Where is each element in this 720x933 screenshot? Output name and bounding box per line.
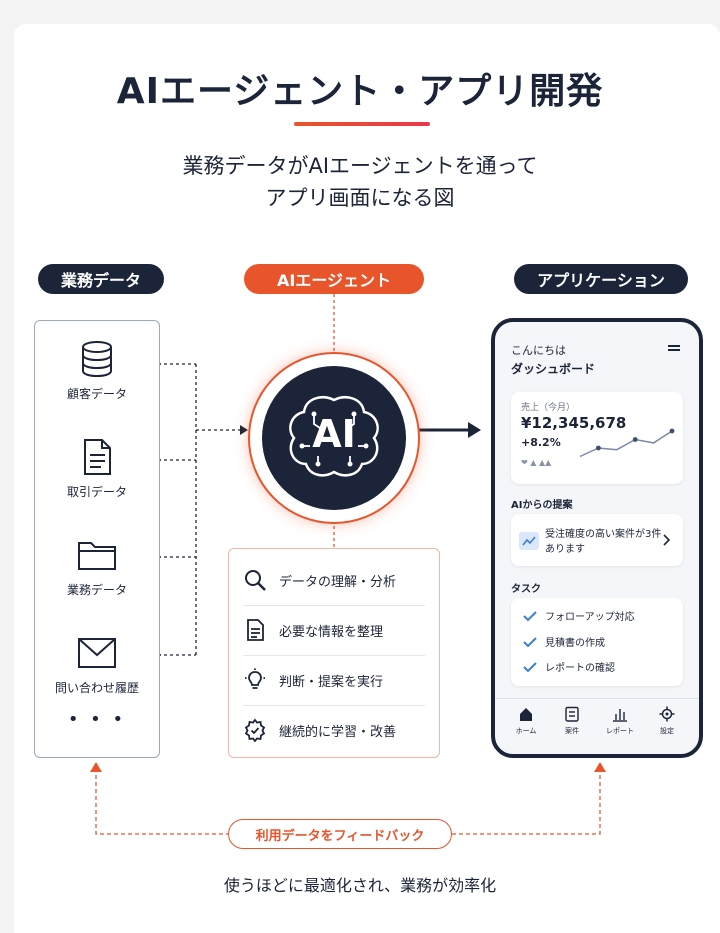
mail-icon bbox=[78, 638, 116, 668]
data-source-label: 問い合わせ履歴 bbox=[54, 681, 139, 695]
capability-divider bbox=[243, 655, 425, 656]
title-underline bbox=[294, 122, 430, 126]
clipboard-icon bbox=[565, 706, 579, 722]
capability-label: 判断・提案を実行 bbox=[279, 674, 384, 690]
nav-home[interactable]: ホーム bbox=[506, 706, 546, 736]
page-title: AIエージェント・アプリ開発 bbox=[116, 71, 604, 112]
ai-agent-core bbox=[262, 366, 406, 510]
sales-sparkline bbox=[579, 428, 675, 458]
more-data-ellipsis: • • • bbox=[67, 709, 127, 730]
task-item[interactable]: フォローアップ対応 bbox=[523, 608, 635, 623]
chart-icon bbox=[613, 709, 627, 722]
feedback-pill: 利用データをフィードバック bbox=[228, 819, 452, 849]
gear-check-icon bbox=[244, 718, 266, 742]
app-screen-title: ダッシュボード bbox=[511, 362, 596, 376]
sales-card[interactable] bbox=[511, 392, 683, 484]
sales-meta-icons: ❤ ▲ ▲▲ bbox=[521, 458, 552, 467]
check-icon bbox=[523, 636, 537, 647]
sparkline-point bbox=[669, 428, 675, 434]
suggestion-heading: AIからの提案 bbox=[511, 500, 573, 511]
lightbulb-icon bbox=[245, 668, 265, 689]
data-source-customer: 顧客データ bbox=[35, 339, 159, 402]
data-source-label: 取引データ bbox=[66, 485, 127, 499]
folder-icon bbox=[78, 542, 116, 570]
nav-reports[interactable]: レポート bbox=[600, 706, 640, 736]
check-icon bbox=[523, 610, 537, 621]
chart-up-icon bbox=[519, 532, 539, 550]
tasks-card bbox=[511, 598, 683, 686]
nav-label: 案件 bbox=[565, 727, 579, 735]
nav-projects[interactable]: 案件 bbox=[552, 706, 592, 736]
data-source-business: 業務データ bbox=[35, 535, 159, 598]
brain-circuit-icon bbox=[289, 396, 379, 477]
sales-label: 売上（今月） bbox=[521, 403, 576, 413]
database-icon bbox=[82, 341, 112, 378]
task-item[interactable]: 見積書の作成 bbox=[523, 634, 605, 649]
nav-settings[interactable]: 設定 bbox=[647, 706, 687, 736]
data-source-label: 業務データ bbox=[66, 583, 127, 597]
ai-agent-header: AIエージェント bbox=[244, 264, 424, 294]
business-data-panel: 顧客データ 取引データ 業務データ 問い合わせ履歴 • • bbox=[34, 320, 160, 758]
document-icon bbox=[84, 439, 111, 475]
home-icon bbox=[520, 708, 532, 721]
chevron-right-icon[interactable] bbox=[662, 534, 670, 546]
data-source-transaction: 取引データ bbox=[35, 437, 159, 500]
data-source-inquiries: 問い合わせ履歴 bbox=[35, 633, 159, 696]
subtitle-line-1: 業務データがAIエージェントを通って bbox=[182, 154, 538, 178]
sales-change: +8.2% bbox=[521, 436, 561, 449]
data-source-label: 顧客データ bbox=[66, 387, 127, 401]
ai-core-label: AI bbox=[312, 412, 356, 456]
ai-capabilities-panel: データの理解・分析 必要な情報を整理 判断・提案を実行 bbox=[228, 548, 440, 758]
app-greeting: こんにちは bbox=[511, 344, 566, 357]
capability-decide: 判断・提案を実行 bbox=[243, 655, 425, 705]
capability-label: 必要な情報を整理 bbox=[279, 624, 384, 640]
feedback-note: 使うほどに最適化され、業務が効率化 bbox=[223, 876, 497, 895]
capability-label: データの理解・分析 bbox=[279, 574, 397, 590]
bottom-nav-divider bbox=[495, 698, 699, 699]
task-label: フォローアップ対応 bbox=[545, 612, 635, 623]
nav-label: ホーム bbox=[515, 727, 537, 735]
subtitle-line-2: アプリ画面になる図 bbox=[265, 186, 455, 210]
gear-icon bbox=[659, 706, 675, 722]
suggestion-text: 受注確度の高い案件が3件あります bbox=[545, 529, 662, 555]
capability-label: 継続的に学習・改善 bbox=[279, 724, 397, 740]
menu-icon[interactable] bbox=[668, 345, 680, 347]
capability-divider bbox=[243, 705, 425, 706]
task-item[interactable]: レポートの確認 bbox=[523, 659, 615, 674]
sparkline-point bbox=[596, 445, 601, 451]
task-label: 見積書の作成 bbox=[545, 638, 605, 649]
capability-divider bbox=[243, 605, 425, 606]
sales-value: ¥12,345,678 bbox=[521, 414, 627, 432]
task-label: レポートの確認 bbox=[545, 663, 615, 674]
check-icon bbox=[523, 661, 537, 672]
magnifier-icon bbox=[245, 570, 266, 591]
application-header: アプリケーション bbox=[514, 264, 688, 294]
nav-label: 設定 bbox=[660, 727, 674, 735]
nav-label: レポート bbox=[606, 727, 634, 735]
capability-analyze: データの理解・分析 bbox=[243, 555, 425, 605]
tasks-heading: タスク bbox=[511, 584, 541, 595]
suggestion-card[interactable] bbox=[511, 514, 683, 566]
business-data-header: 業務データ bbox=[38, 264, 164, 294]
sparkline-point bbox=[632, 437, 638, 442]
capability-organize: 必要な情報を整理 bbox=[243, 605, 425, 655]
document-icon bbox=[247, 619, 264, 641]
capability-learn: 継続的に学習・改善 bbox=[243, 705, 425, 755]
